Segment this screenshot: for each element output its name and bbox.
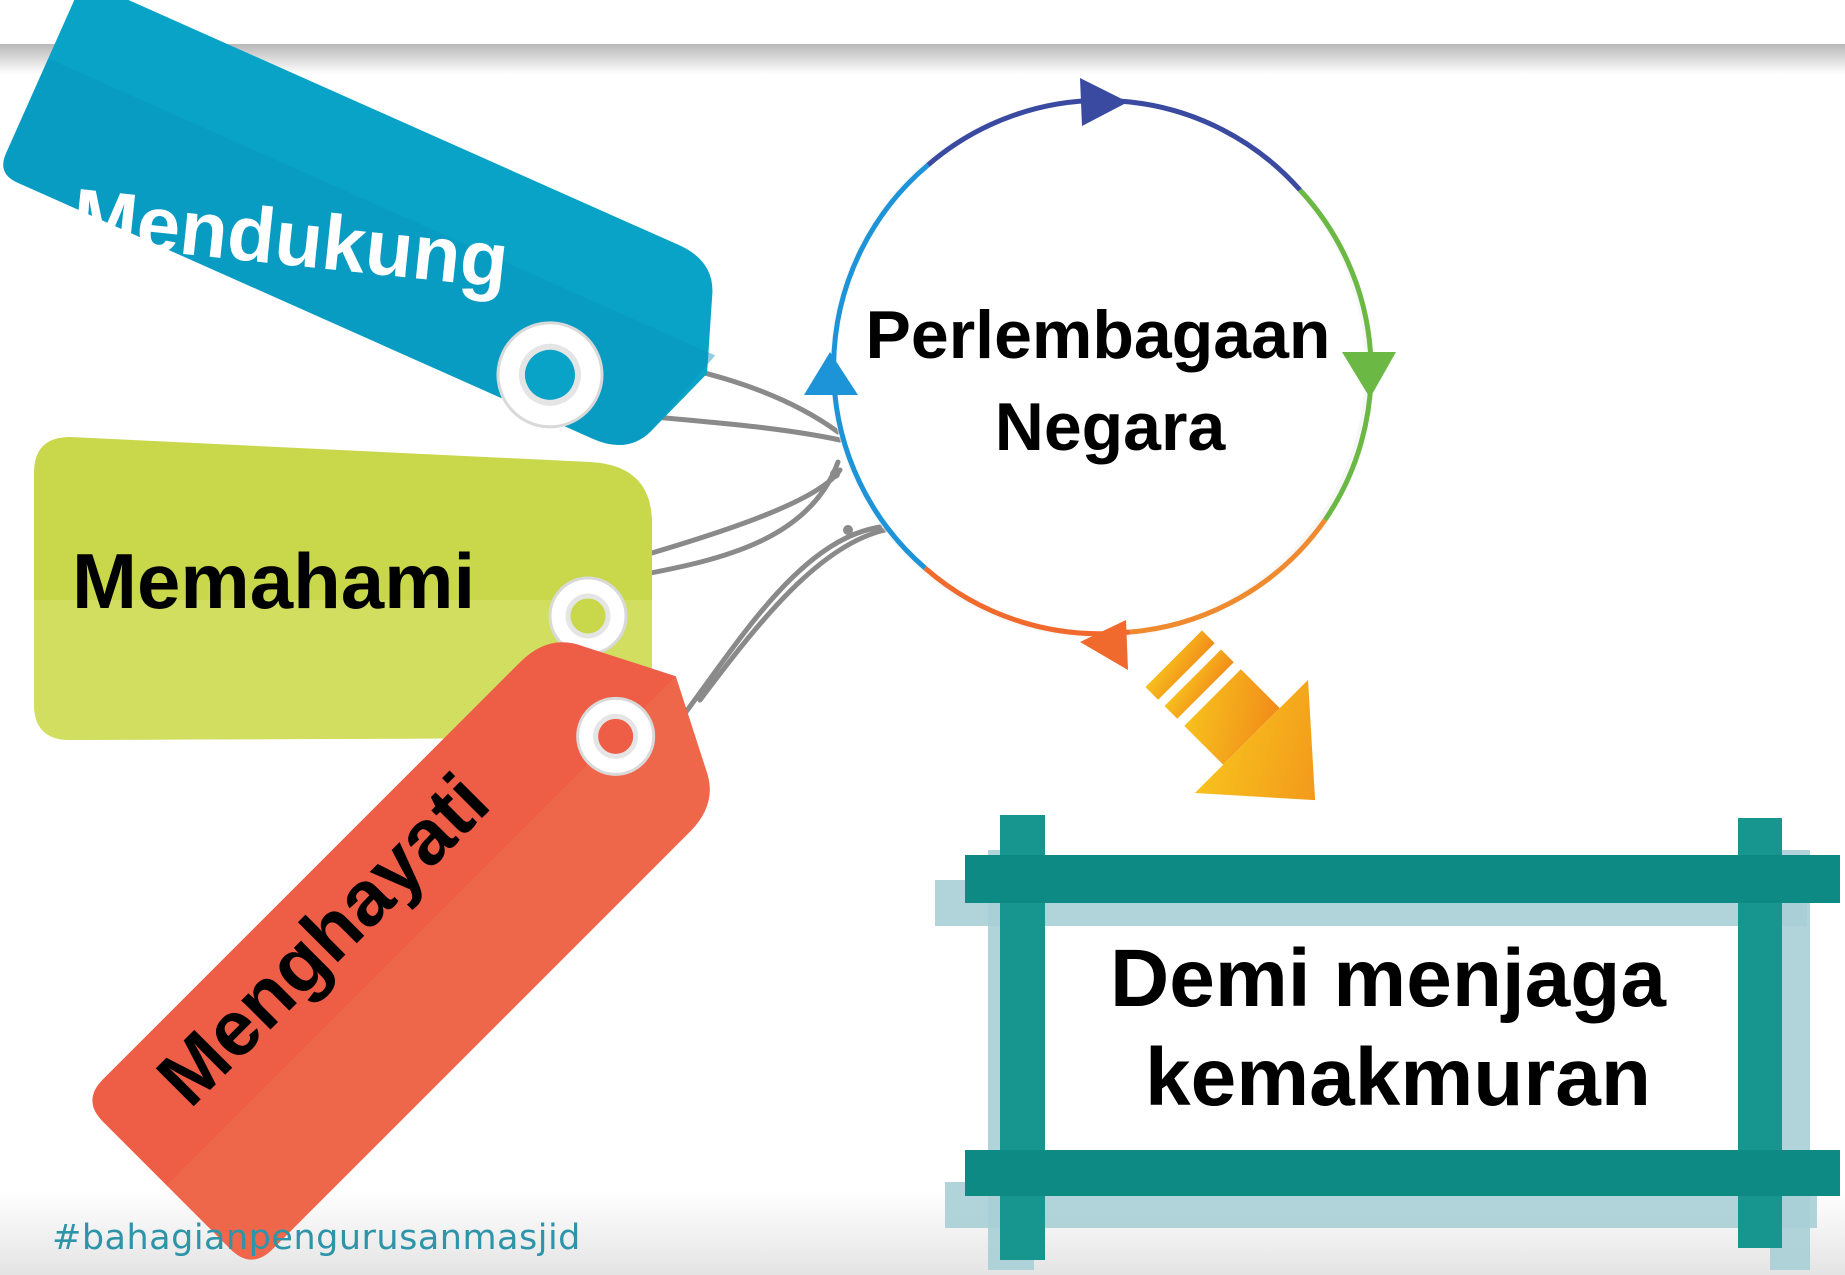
arrowhead-icon — [1342, 352, 1396, 398]
arrowhead-icon — [1080, 78, 1128, 126]
frame-bar-top — [965, 855, 1840, 903]
cycle-arc-bottom-right — [1129, 518, 1328, 635]
cycle-title-line1: Perlembagaan — [866, 297, 1331, 373]
tag-memahami-label: Memahami — [72, 537, 475, 625]
result-frame — [935, 815, 1840, 1270]
cycle-diagram — [804, 78, 1396, 670]
result-text-line1: Demi menjaga — [1110, 933, 1667, 1024]
frame-bar-bottom — [965, 1150, 1840, 1196]
top-band-shadow — [0, 44, 1845, 74]
tag-mendukung — [3, 0, 716, 445]
arrowhead-icon — [1080, 620, 1128, 670]
cycle-title-line2: Negara — [995, 389, 1227, 465]
result-text-line2: kemakmuran — [1145, 1032, 1651, 1123]
footer-hashtag: #bahagianpengurusanmasjid — [52, 1218, 581, 1258]
arrowhead-icon — [804, 352, 858, 395]
down-arrow-icon — [1145, 630, 1316, 801]
tag-menghayati — [92, 642, 710, 1260]
cycle-arc-right — [1298, 188, 1374, 522]
